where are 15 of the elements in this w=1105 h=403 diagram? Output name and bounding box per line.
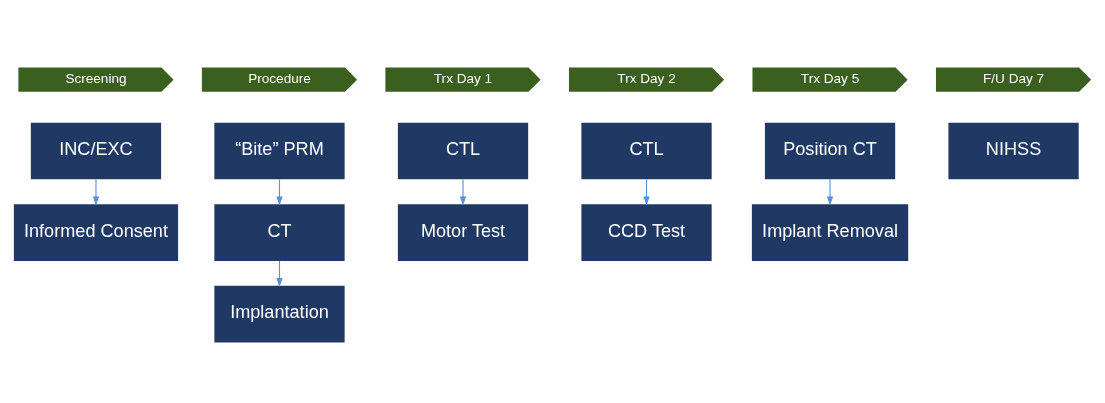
arrow xyxy=(92,178,100,206)
node-box: Informed Consent xyxy=(13,203,179,261)
node-box: Motor Test xyxy=(397,203,529,261)
node-box: NIHSS xyxy=(948,122,1079,179)
node-box: CTL xyxy=(397,122,529,179)
arrow xyxy=(826,178,834,206)
node-box: INC/EXC xyxy=(30,122,162,179)
node-box: Implantation xyxy=(214,285,345,342)
node-box: Implant Removal xyxy=(751,203,909,261)
node-box: “Bite” PRM xyxy=(214,122,345,179)
node-box: CT xyxy=(214,203,345,261)
node-box: CTL xyxy=(581,122,712,179)
node-box: CCD Test xyxy=(581,203,712,261)
arrow xyxy=(459,178,467,206)
node-box: Position CT xyxy=(764,122,896,179)
